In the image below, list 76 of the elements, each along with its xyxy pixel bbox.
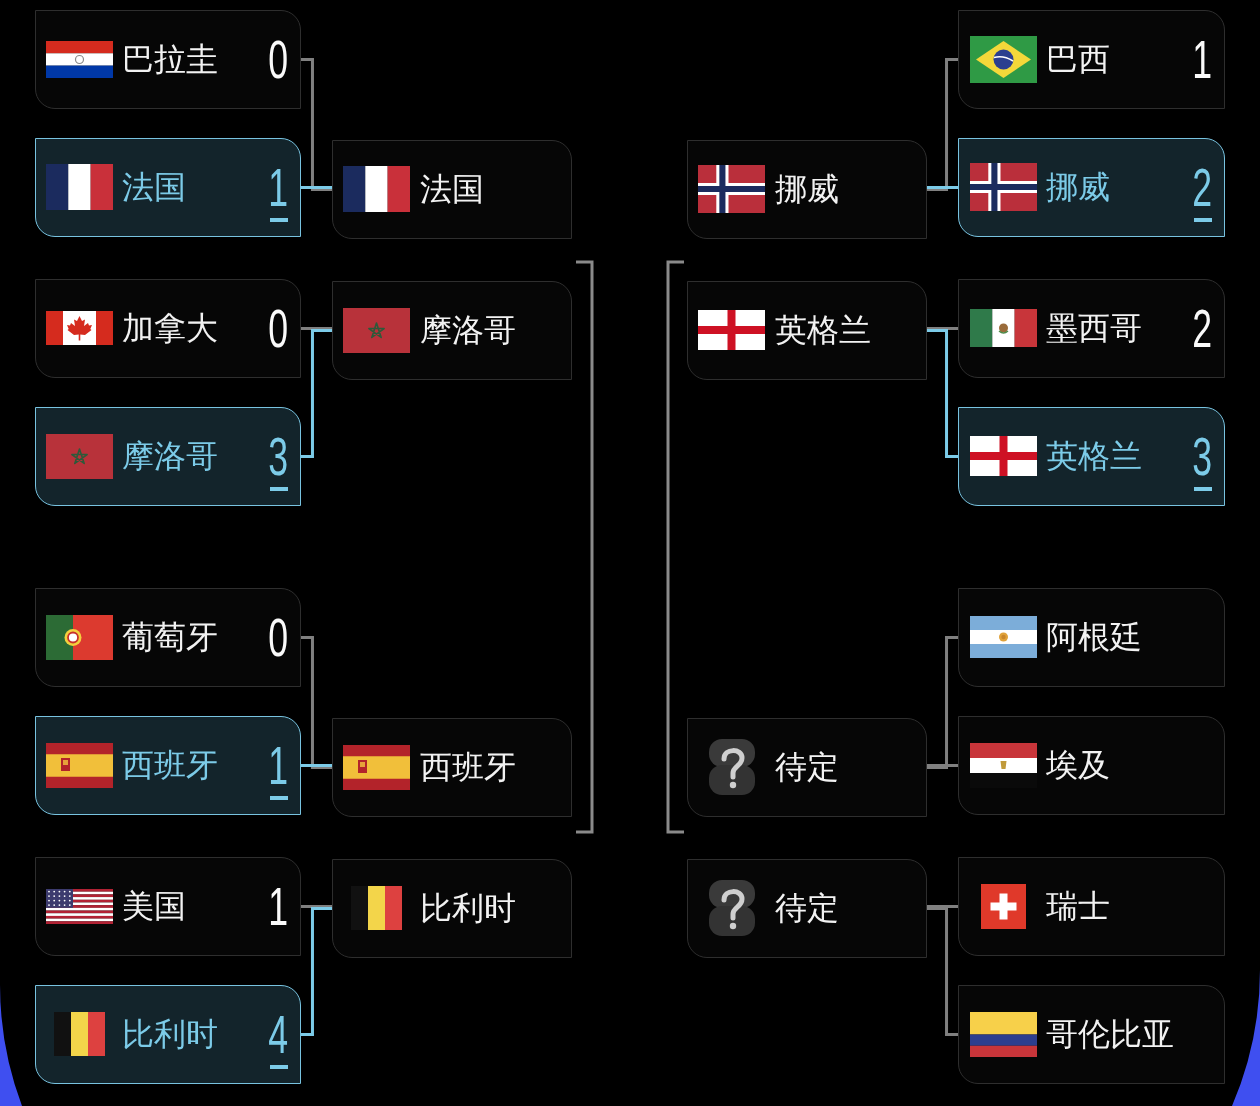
team-card	[35, 138, 301, 237]
bracket-connector	[301, 764, 332, 767]
score: 3	[268, 433, 288, 479]
team-name: 摩洛哥	[122, 437, 218, 475]
team-name: 摩洛哥	[420, 311, 516, 349]
bracket-connector	[301, 186, 332, 189]
team-name: 加拿大	[122, 309, 218, 347]
bracket-connector	[301, 329, 332, 458]
team-card	[958, 857, 1225, 956]
bracket-connector	[301, 636, 332, 769]
score: 2	[1192, 164, 1212, 210]
team-card	[958, 138, 1225, 237]
score: 2	[1192, 305, 1212, 351]
team-card	[687, 718, 927, 817]
score: 1	[268, 883, 288, 929]
score: 4	[268, 1011, 288, 1057]
team-name: 瑞士	[1046, 887, 1110, 925]
team-name: 比利时	[420, 889, 516, 927]
team-card	[332, 281, 572, 380]
score: 1	[1192, 36, 1212, 82]
team-name: 阿根廷	[1046, 618, 1142, 656]
score: 1	[268, 742, 288, 788]
bracket-connector	[301, 58, 332, 191]
team-name: 挪威	[1046, 168, 1110, 206]
team-name: 待定	[775, 748, 839, 786]
bracket-connector	[927, 327, 958, 330]
team-name: 英格兰	[1046, 437, 1142, 475]
score: 1	[268, 164, 288, 210]
team-name: 哥伦比亚	[1046, 1015, 1174, 1053]
team-name: 埃及	[1046, 746, 1110, 784]
team-name: 法国	[420, 170, 484, 208]
team-card	[35, 588, 301, 687]
team-name: 美国	[122, 887, 186, 925]
bracket-connector	[927, 636, 958, 769]
bracket-connector	[927, 907, 958, 1036]
team-card	[35, 857, 301, 956]
bracket-connector	[301, 327, 332, 330]
team-name: 英格兰	[775, 311, 871, 349]
bracket-connector	[927, 329, 958, 458]
team-card	[958, 279, 1225, 378]
team-card	[687, 281, 927, 380]
team-card	[332, 140, 572, 239]
team-card	[958, 588, 1225, 687]
team-card	[958, 10, 1225, 109]
score: 0	[268, 36, 288, 82]
team-name: 西班牙	[122, 746, 218, 784]
team-card	[35, 407, 301, 506]
team-card	[332, 859, 572, 958]
team-card	[687, 859, 927, 958]
team-name: 墨西哥	[1046, 309, 1142, 347]
bracket-connector	[927, 58, 958, 191]
score: 0	[268, 305, 288, 351]
team-card	[332, 718, 572, 817]
team-card	[35, 985, 301, 1084]
bracket-connector	[927, 186, 958, 189]
team-name: 巴西	[1046, 40, 1110, 78]
team-card	[958, 716, 1225, 815]
bracket-connector	[301, 907, 332, 1036]
team-name: 比利时	[122, 1015, 218, 1053]
team-card	[35, 716, 301, 815]
bracket-connector	[301, 905, 332, 908]
team-name: 葡萄牙	[122, 618, 218, 656]
team-card	[958, 985, 1225, 1084]
bracket-connector	[927, 764, 958, 767]
team-card	[35, 10, 301, 109]
team-card	[687, 140, 927, 239]
team-name: 挪威	[775, 170, 839, 208]
team-card	[958, 407, 1225, 506]
score: 3	[1192, 433, 1212, 479]
team-name: 西班牙	[420, 748, 516, 786]
bracket-connector	[927, 905, 958, 908]
team-card	[35, 279, 301, 378]
team-name: 巴拉圭	[122, 40, 218, 78]
score: 0	[268, 614, 288, 660]
team-name: 待定	[775, 889, 839, 927]
team-name: 法国	[122, 168, 186, 206]
